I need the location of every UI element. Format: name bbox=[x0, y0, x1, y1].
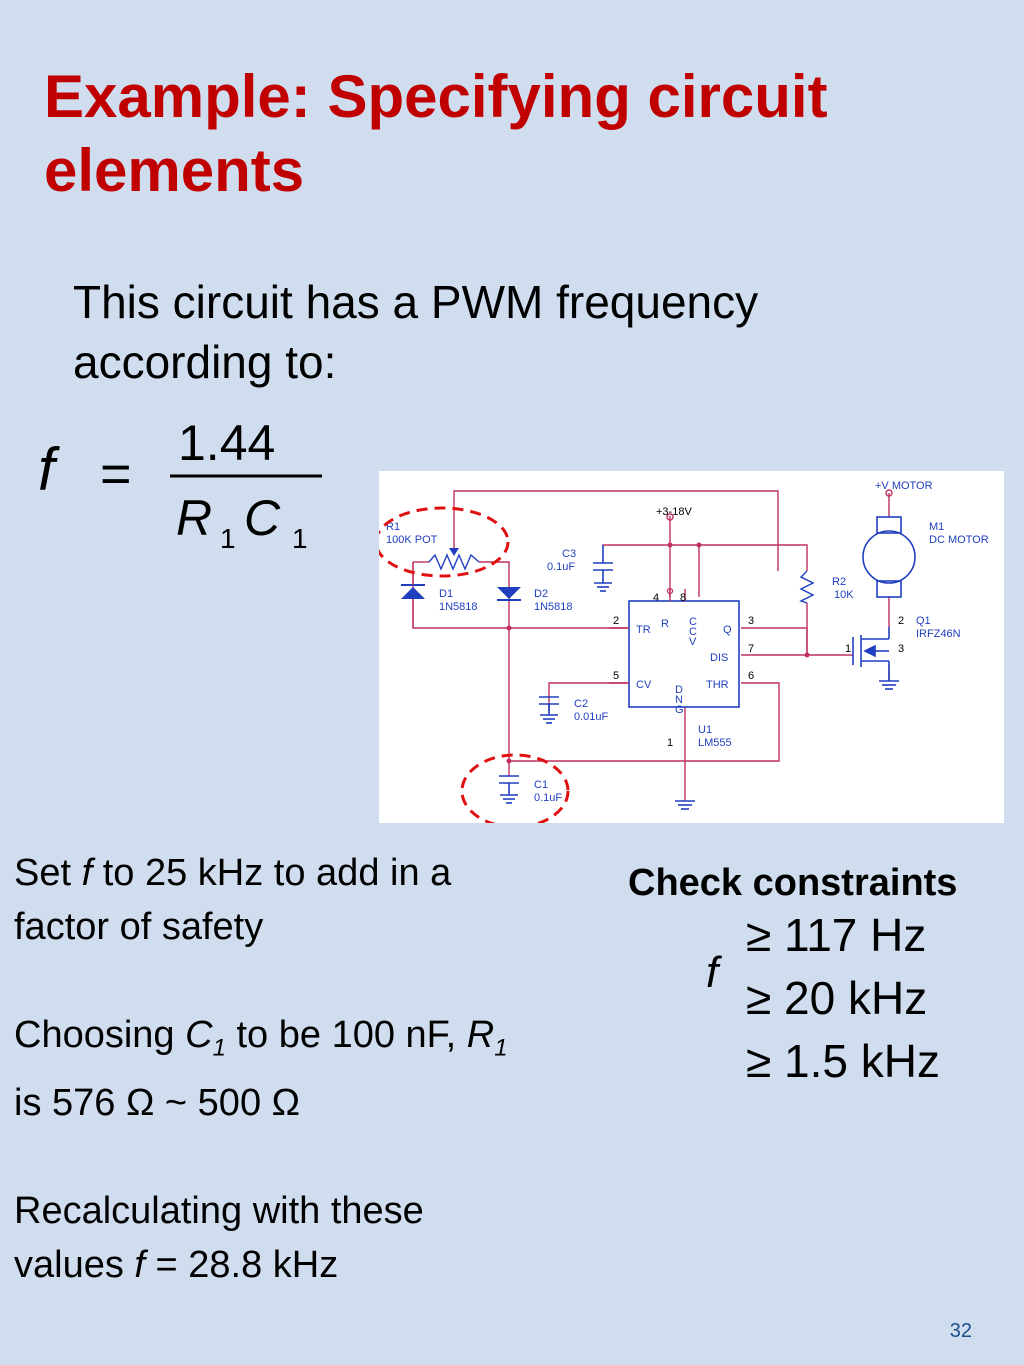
label-c1-ref: C1 bbox=[534, 779, 548, 791]
label-d1-value: 1N5818 bbox=[439, 601, 478, 613]
label-r2-value: 10K bbox=[834, 589, 854, 601]
pin-name-ccv-3: V bbox=[689, 636, 697, 648]
pin-name-ccv-1: C bbox=[689, 616, 697, 628]
pin-name-dng-1: D bbox=[675, 684, 683, 696]
junction-dots bbox=[506, 542, 810, 764]
variable-r1: R1 bbox=[466, 1014, 508, 1062]
pin4-terminal bbox=[666, 587, 674, 595]
label-r1-ref: R1 bbox=[386, 521, 400, 533]
note-line-3: Choosing C1 to be 100 nF, R1 bbox=[14, 1014, 508, 1062]
pin-name-thr: THR bbox=[706, 679, 729, 691]
pin-number-1: 1 bbox=[667, 737, 673, 749]
r1-pot-resistor bbox=[428, 553, 480, 571]
variable-f: f bbox=[134, 1243, 145, 1286]
dc-motor-m1 bbox=[862, 516, 916, 598]
pin-number-6: 6 bbox=[748, 670, 754, 682]
highlight-c1 bbox=[460, 753, 570, 823]
label-motor-supply: +V MOTOR bbox=[875, 480, 933, 492]
pin-name-ccv-2: C bbox=[689, 626, 697, 638]
note-line-6: values f = 28.8 kHz bbox=[14, 1243, 339, 1286]
motor-supply-terminal bbox=[885, 489, 893, 497]
design-notes: Set f to 25 kHz to add in a factor of sa… bbox=[14, 846, 624, 1292]
pin-number-2: 2 bbox=[613, 615, 619, 627]
frequency-formula: f = 1.44 R 1 C 1 bbox=[38, 415, 322, 554]
supply-terminal bbox=[666, 513, 674, 521]
pin-name-cv: CV bbox=[636, 679, 652, 691]
label-u1-value: LM555 bbox=[698, 737, 732, 749]
pin-name-dis: DIS bbox=[710, 652, 728, 664]
variable-f: f bbox=[81, 852, 93, 894]
note-line-4: is 576 Ω ~ 500 Ω bbox=[14, 1081, 301, 1124]
formula-denominator-c: C bbox=[244, 490, 281, 546]
pin-name-dng-3: G bbox=[675, 704, 684, 716]
constraint-list: ≥ 117 Hz ≥ 20 kHz ≥ 1.5 kHz bbox=[746, 904, 940, 1093]
pin-number-5: 5 bbox=[613, 670, 619, 682]
capacitor-c1 bbox=[499, 775, 519, 804]
note-line-5: Recalculating with these bbox=[14, 1189, 424, 1232]
intro-text: This circuit has a PWM frequency accordi… bbox=[73, 276, 759, 388]
ground-symbol-q1 bbox=[879, 680, 899, 690]
ground-symbol-u1 bbox=[675, 800, 695, 810]
r1-wiper-arrow bbox=[449, 548, 459, 556]
variable-c1: C1 bbox=[185, 1014, 226, 1062]
ic-u1-lm555 bbox=[628, 600, 740, 708]
ic-pin-leads bbox=[609, 589, 686, 684]
label-c2-value: 0.01uF bbox=[574, 711, 609, 723]
pwm-circuit-schematic: +3-18V +V MOTOR R1 100K POT C3 0.1uF D1 … bbox=[379, 471, 1004, 823]
q1-pin-drain: 2 bbox=[898, 615, 904, 627]
label-m1-value: DC MOTOR bbox=[929, 534, 989, 546]
capacitor-c2 bbox=[539, 696, 559, 724]
label-d1-ref: D1 bbox=[439, 588, 453, 600]
pin-number-7: 7 bbox=[748, 643, 754, 655]
formula-equals: = bbox=[100, 444, 132, 504]
pin-name-r: R bbox=[661, 618, 669, 630]
formula-denominator-r-sub: 1 bbox=[220, 523, 236, 554]
constraint-item: ≥ 20 kHz bbox=[746, 972, 928, 1024]
diode-d1 bbox=[401, 562, 425, 628]
capacitor-c3 bbox=[593, 545, 613, 592]
constraint-item: ≥ 1.5 kHz bbox=[746, 1035, 940, 1087]
pin-number-3: 3 bbox=[748, 615, 754, 627]
label-m1-ref: M1 bbox=[929, 521, 944, 533]
label-d2-ref: D2 bbox=[534, 588, 548, 600]
label-supply: +3-18V bbox=[656, 506, 692, 518]
resistor-r2 bbox=[799, 570, 815, 604]
mosfet-q1 bbox=[852, 627, 890, 681]
constraint-item: ≥ 117 Hz bbox=[746, 909, 927, 961]
label-u1-ref: U1 bbox=[698, 724, 712, 736]
check-constraints-heading: Check constraints bbox=[628, 862, 958, 904]
note-line-1: Set f to 25 kHz to add in a bbox=[14, 852, 452, 894]
label-c3-ref: C3 bbox=[562, 548, 576, 560]
label-r2-ref: R2 bbox=[832, 576, 846, 588]
formula-lhs: f bbox=[38, 436, 60, 503]
slide-title: Example: Specifying circuit elements bbox=[44, 63, 828, 204]
label-q1-value: IRFZ46N bbox=[916, 628, 961, 640]
formula-denominator-r: R bbox=[176, 490, 212, 546]
formula-denominator-c-sub: 1 bbox=[292, 523, 308, 554]
label-q1-ref: Q1 bbox=[916, 615, 931, 627]
diode-d2 bbox=[497, 587, 521, 601]
pin-name-dng-2: N bbox=[675, 694, 683, 706]
pin-name-tr: TR bbox=[636, 624, 651, 636]
pin-number-4: 4 bbox=[653, 592, 659, 604]
constraint-variable-f: f bbox=[706, 948, 719, 997]
label-c3-value: 0.1uF bbox=[547, 561, 575, 573]
highlight-r1 bbox=[379, 506, 510, 578]
pin-number-8: 8 bbox=[680, 592, 686, 604]
label-c2-ref: C2 bbox=[574, 698, 588, 710]
note-line-2: factor of safety bbox=[14, 906, 264, 948]
pin-name-q: Q bbox=[723, 624, 732, 636]
label-r1-value: 100K POT bbox=[386, 534, 438, 546]
label-c1-value: 0.1uF bbox=[534, 792, 562, 804]
label-d2-value: 1N5818 bbox=[534, 601, 573, 613]
formula-numerator: 1.44 bbox=[178, 415, 275, 471]
q1-pin-source: 3 bbox=[898, 643, 904, 655]
q1-pin-gate: 1 bbox=[845, 643, 851, 655]
page-number: 32 bbox=[949, 1320, 972, 1342]
